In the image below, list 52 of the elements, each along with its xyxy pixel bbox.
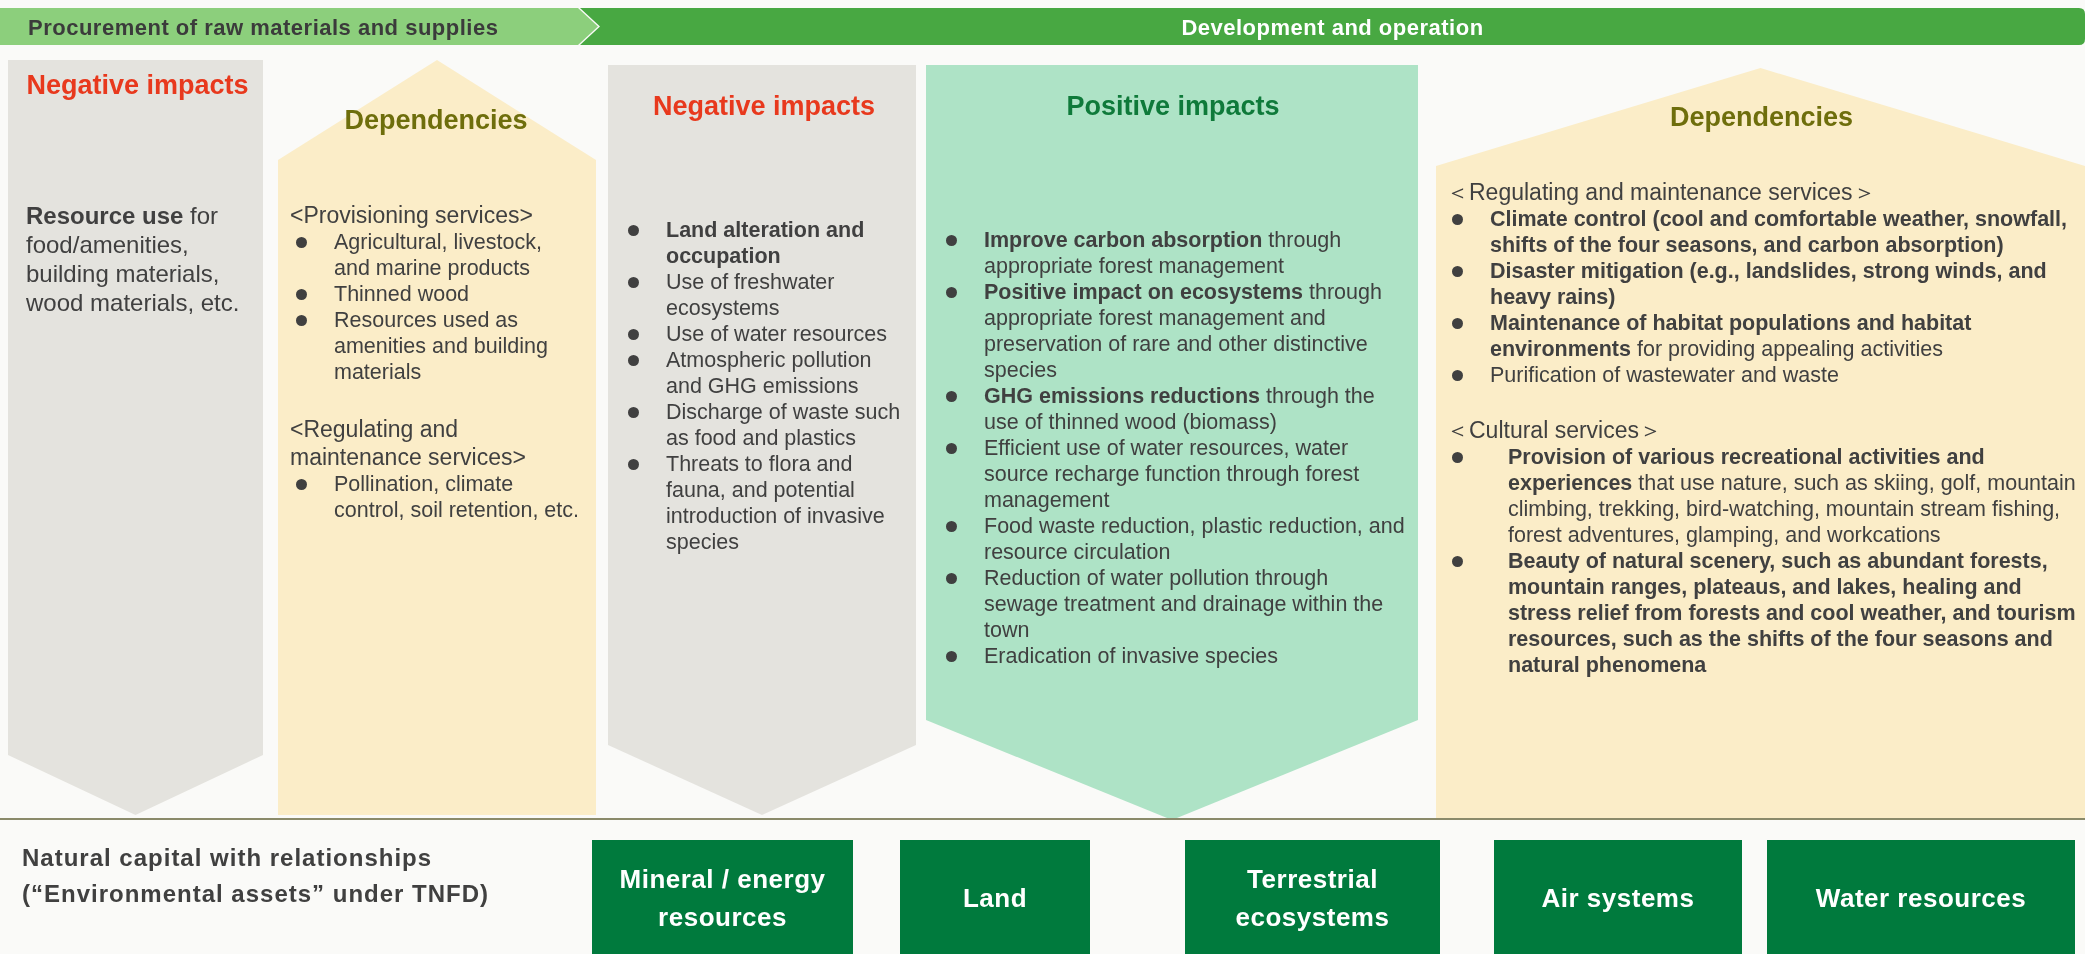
bullet-item: Food waste reduction, plastic reduction, and resource circulation	[940, 513, 1406, 565]
box-label: Land	[962, 882, 1028, 915]
panel-heading: Dependencies	[1668, 102, 1855, 133]
box-label: Water resources	[1815, 882, 2027, 915]
pentagon-panel	[278, 60, 596, 815]
bullet-item: GHG emissions reductions through the use of thinned wood (biomass)	[940, 383, 1406, 435]
bullet-item: Pollination, climate control, soil retention, etc.	[290, 471, 582, 523]
bullet-item: Use of freshwater ecosystems	[622, 269, 906, 321]
bullet-item: Use of water resources	[622, 321, 906, 347]
resource-box	[1185, 840, 1440, 954]
section-heading: ＜Cultural services＞	[1446, 416, 1663, 444]
bullet-item: Climate control (cool and comfortable weather, snowfall, shifts of the four seasons, and carbon absorption)	[1446, 206, 2077, 258]
panel-heading: Positive impacts	[1065, 91, 1281, 122]
bullet-item: Reduction of water pollution through sewage treatment and drainage within the town	[940, 565, 1406, 643]
stage-label: Procurement of raw materials and supplies	[28, 15, 499, 41]
bullet-item: Maintenance of habitat populations and habitat environments for providing appealing activities	[1446, 310, 2077, 362]
bullet-item: Agricultural, livestock, and marine products	[290, 229, 582, 281]
section-heading: <Provisioning services>	[290, 201, 534, 229]
bullet-item: Eradication of invasive species	[940, 643, 1406, 669]
band-label: Natural capital with relationships (“Environmental assets” under TNFD)	[22, 843, 491, 909]
resource-box	[1494, 840, 1742, 954]
bullet-item: Resources used as amenities and building materials	[290, 307, 582, 385]
stage-band	[580, 8, 2085, 45]
bullet-item: Atmospheric pollution and GHG emissions	[622, 347, 906, 399]
body-text: Resource use for food/amenities, building materials, wood materials, etc.	[26, 201, 241, 317]
stage-label: Development and operation	[1180, 15, 1485, 41]
box-label: Mineral / energy resources	[618, 863, 827, 934]
bullet-item: Thinned wood	[290, 281, 582, 307]
panel-heading: Negative impacts	[651, 91, 877, 122]
bullet-item: Disaster mitigation (e.g., landslides, strong winds, and heavy rains)	[1446, 258, 2077, 310]
pentagon-panel	[1436, 68, 2085, 818]
resource-box	[592, 840, 853, 954]
chevron-panel	[926, 65, 1418, 820]
capital-band	[0, 818, 2085, 954]
section-heading: ＜Regulating and maintenance services＞	[1446, 178, 1877, 206]
bullet-item: Provision of various recreational activities and experiences that use nature, such as skiing, golf, mountain climbing, trekking, bird-watching, mountain stream fishing, forest adventures, glamping, and workcations	[1446, 444, 2077, 548]
bullet-item: Discharge of waste such as food and plastics	[622, 399, 906, 451]
box-label: Terrestrial ecosystems	[1234, 863, 1391, 934]
bullet-item: Land alteration and occupation	[622, 217, 906, 269]
section-heading: <Regulating and maintenance services>	[290, 415, 527, 471]
chevron-panel	[608, 65, 916, 815]
bullet-item: Efficient use of water resources, water source recharge function through forest management	[940, 435, 1406, 513]
bullet-item: Threats to flora and fauna, and potential introduction of invasive species	[622, 451, 906, 555]
box-label: Air systems	[1541, 882, 1695, 915]
panel-heading: Negative impacts	[26, 70, 249, 101]
chevron-panel	[8, 60, 263, 815]
resource-box	[900, 840, 1090, 954]
resource-box	[1767, 840, 2075, 954]
panel-heading: Dependencies	[343, 105, 529, 136]
bullet-item: Beauty of natural scenery, such as abundant forests, mountain ranges, plateaus, and lakes, healing and stress relief from forests and cool weather, and tourism resources, such as the shifts of the four seasons and natural phenomena	[1446, 548, 2077, 678]
stage-banner	[0, 8, 598, 45]
bullet-item: Purification of wastewater and waste	[1446, 362, 2077, 388]
